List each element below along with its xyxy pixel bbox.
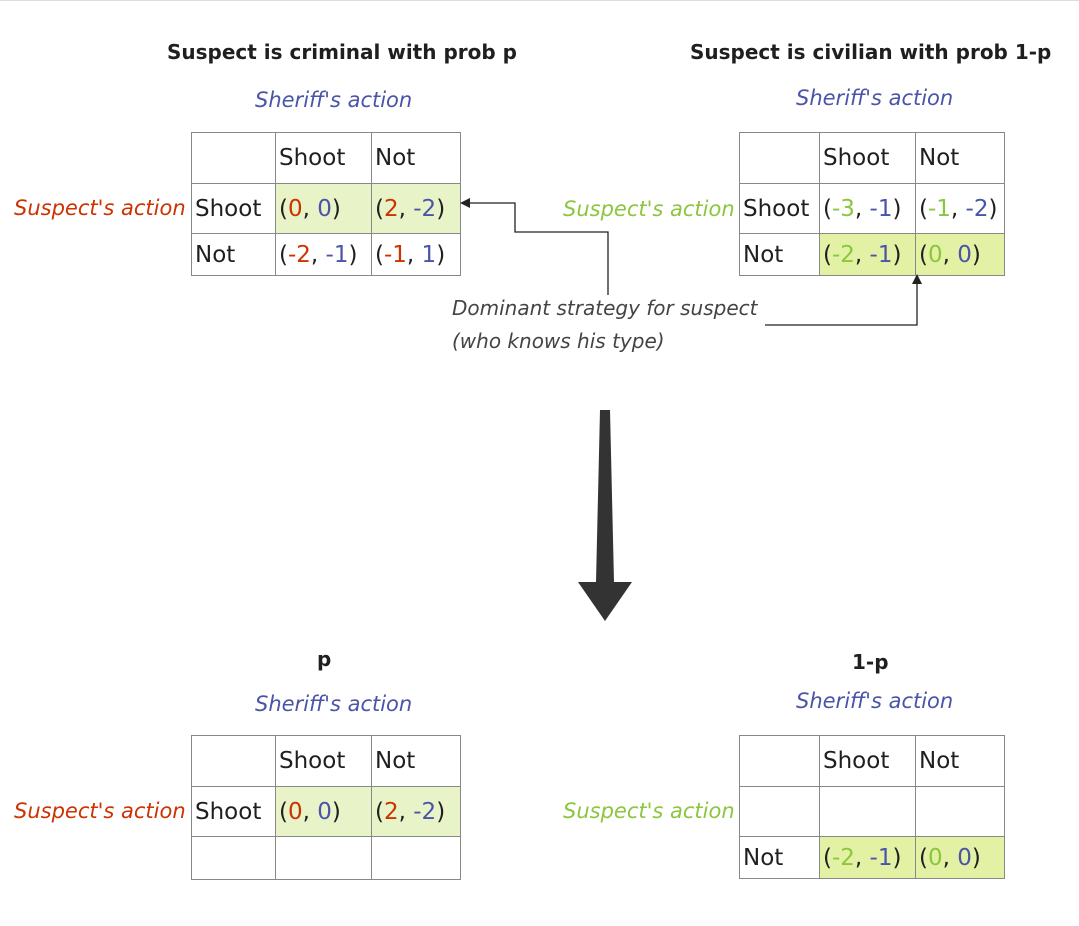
civilian-game-title: Suspect is civilian with prob 1-p xyxy=(690,40,1052,64)
col-header-not: Not xyxy=(915,735,1005,787)
payoff-cell: (0, 0) xyxy=(275,786,372,837)
criminal-game-title: Suspect is criminal with prob p xyxy=(167,40,517,64)
criminal-suspect-label: Suspect's action xyxy=(14,196,186,220)
payoff-cell: (-2, -1) xyxy=(819,233,916,276)
reduced-criminal-matrix: Shoot Not Shoot (0, 0) (2, -2) xyxy=(191,735,461,880)
bottom-right-sheriff-label: Sheriff's action xyxy=(796,689,954,713)
col-header-not: Not xyxy=(915,132,1005,184)
empty-cell xyxy=(275,836,372,880)
row-header-not: Not xyxy=(739,233,820,276)
payoff-cell: (-1, 1) xyxy=(371,233,461,276)
bottom-left-suspect-label: Suspect's action xyxy=(14,799,186,823)
big-down-arrow xyxy=(578,410,632,621)
arrowhead-up xyxy=(912,274,922,284)
payoff-cell: (0, 0) xyxy=(915,836,1005,879)
corner-cell xyxy=(739,735,820,787)
connector-to-civilian xyxy=(765,282,918,326)
civilian-suspect-label: Suspect's action xyxy=(563,197,735,221)
row-header-shoot: Shoot xyxy=(739,183,820,234)
payoff-cell: (0, 0) xyxy=(915,233,1005,276)
col-header-not: Not xyxy=(371,735,461,787)
civilian-sheriff-label: Sheriff's action xyxy=(796,86,954,110)
reduced-civilian-matrix: Shoot Not Not (-2, -1) (0, 0) xyxy=(739,735,1005,879)
row-header-not: Not xyxy=(191,233,276,276)
empty-cell xyxy=(819,786,916,837)
empty-cell xyxy=(191,836,276,880)
bottom-right-title: 1-p xyxy=(852,650,889,674)
criminal-payoff-matrix: Shoot Not Shoot (0, 0) (2, -2) Not (-2, … xyxy=(191,132,461,276)
row-header-not: Not xyxy=(739,836,820,879)
payoff-cell: (2, -2) xyxy=(371,786,461,837)
bottom-left-title: p xyxy=(317,647,332,671)
col-header-shoot: Shoot xyxy=(819,735,916,787)
corner-cell xyxy=(191,735,276,787)
empty-cell xyxy=(371,836,461,880)
empty-cell xyxy=(915,786,1005,837)
payoff-cell: (-2, -1) xyxy=(275,233,372,276)
bottom-right-suspect-label: Suspect's action xyxy=(563,799,735,823)
payoff-cell: (2, -2) xyxy=(371,183,461,234)
empty-cell xyxy=(739,786,820,837)
col-header-shoot: Shoot xyxy=(819,132,916,184)
arrowhead-left xyxy=(460,198,470,208)
annotation-line-2: (who knows his type) xyxy=(452,329,665,353)
col-header-shoot: Shoot xyxy=(275,735,372,787)
criminal-sheriff-label: Sheriff's action xyxy=(255,88,413,112)
bottom-left-sheriff-label: Sheriff's action xyxy=(255,692,413,716)
payoff-cell: (-2, -1) xyxy=(819,836,916,879)
civilian-payoff-matrix: Shoot Not Shoot (-3, -1) (-1, -2) Not (-… xyxy=(739,132,1005,276)
col-header-shoot: Shoot xyxy=(275,132,372,184)
top-border xyxy=(0,0,1079,1)
annotation-line-1: Dominant strategy for suspect xyxy=(452,296,758,320)
payoff-cell: (0, 0) xyxy=(275,183,372,234)
row-header-shoot: Shoot xyxy=(191,786,276,837)
connector-to-criminal xyxy=(468,202,609,295)
payoff-cell: (-1, -2) xyxy=(915,183,1005,234)
